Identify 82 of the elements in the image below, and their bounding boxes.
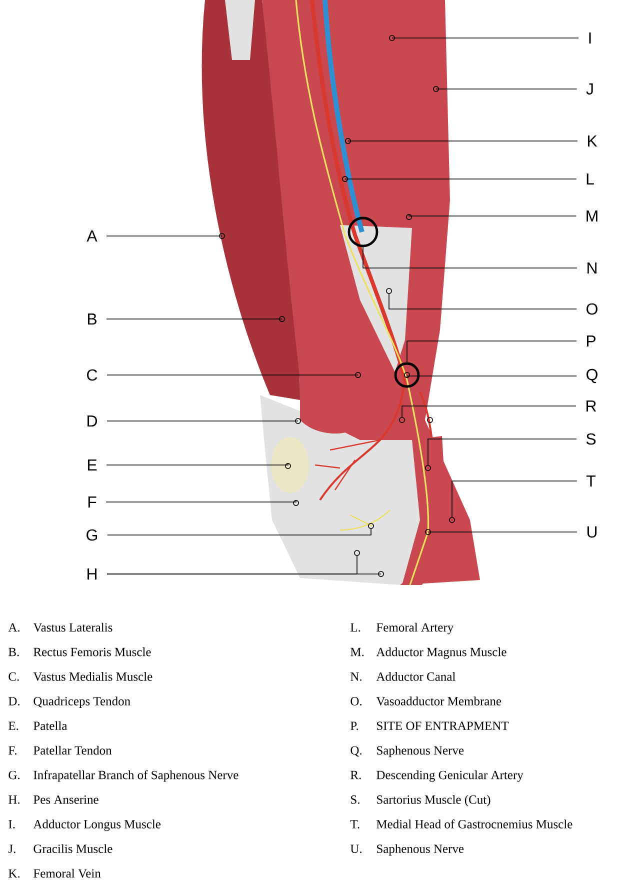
callout-letter: G xyxy=(86,529,98,541)
list-letter: D. xyxy=(8,697,20,706)
list-letter: R. xyxy=(350,770,361,780)
callout-letter: N xyxy=(588,262,596,274)
structure-name: Infrapatellar Branch of Saphenous Nerve xyxy=(34,770,238,782)
structure-name: Sartorius Muscle (Cut) xyxy=(377,795,490,806)
list-letter: S. xyxy=(351,795,360,804)
callout-letter: I xyxy=(589,32,591,44)
structure-name: Femoral Vein xyxy=(34,868,101,878)
structure-name: Descending Genicular Artery xyxy=(376,770,524,782)
leader-line xyxy=(406,376,577,378)
leader-line xyxy=(402,406,576,418)
list-letter: T. xyxy=(350,820,360,828)
callout-letter: A xyxy=(86,230,98,242)
callout-letter: C xyxy=(87,369,98,381)
structure-name: SITE OF ENTRAPMENT xyxy=(377,722,509,730)
leader-line xyxy=(388,294,577,310)
callout-letter: O xyxy=(586,303,598,315)
list-letter: Q. xyxy=(350,746,362,757)
list-letter: H. xyxy=(8,796,20,804)
callout-letter: D xyxy=(88,416,98,426)
structure-name: Adductor Magnus Muscle xyxy=(376,647,506,659)
leader-line xyxy=(106,374,358,376)
structure-name: Pes Anserine xyxy=(34,795,98,804)
callout-letter: K xyxy=(588,136,598,146)
callout-letter: S xyxy=(586,433,596,445)
callout-letter: J xyxy=(586,83,593,95)
structure-name: Saphenous Nerve xyxy=(377,844,464,856)
callout-letter: B xyxy=(88,314,96,324)
list-letter: N. xyxy=(350,672,362,681)
callout-letter: E xyxy=(88,460,97,470)
structure-name: Gracilis Muscle xyxy=(34,844,112,854)
leader-line xyxy=(408,214,577,216)
leader-line xyxy=(362,246,578,268)
structure-name: Femoral Artery xyxy=(376,622,454,634)
callout-letter: M xyxy=(586,210,598,222)
callout-letter: R xyxy=(586,400,596,412)
marker-ring xyxy=(394,362,420,388)
leader-line xyxy=(428,438,577,466)
callout-letter: U xyxy=(587,526,597,538)
list-letter: C. xyxy=(8,672,19,681)
list-letter: J. xyxy=(8,844,16,854)
callout-letter: P xyxy=(586,336,596,346)
structure-name: Quadriceps Tendon xyxy=(34,696,130,708)
leader-line xyxy=(106,500,296,502)
leader-line xyxy=(106,420,298,422)
leader-line xyxy=(107,528,372,536)
leader-line xyxy=(436,88,578,90)
structure-name: Rectus Femoris Muscle xyxy=(34,647,151,656)
list-letter: U. xyxy=(350,844,362,854)
list-letter: E. xyxy=(8,722,18,730)
list-letter: I. xyxy=(8,820,15,828)
list-letter: B. xyxy=(8,648,19,656)
leader-line xyxy=(406,340,577,363)
list-letter: F. xyxy=(8,746,16,755)
list-letter: M. xyxy=(350,648,364,656)
leader-line xyxy=(452,480,578,518)
callout-letter: T xyxy=(586,476,596,486)
leader-line xyxy=(106,462,288,466)
list-letter: A. xyxy=(8,623,20,632)
callout-letter: L xyxy=(586,174,594,184)
list-letter: O. xyxy=(350,697,362,706)
leader-line xyxy=(348,140,578,142)
marker-ring xyxy=(348,216,378,248)
leader-line xyxy=(344,178,577,180)
structure-name: Medial Head of Gastrocnemius Muscle xyxy=(376,820,572,828)
structure-name: Vastus Lateralis xyxy=(33,622,112,632)
structure-name: Patellar Tendon xyxy=(34,746,112,755)
callout-letter: F xyxy=(88,496,96,508)
list-letter: K. xyxy=(8,869,20,878)
list-letter: P. xyxy=(350,722,358,730)
list-letter: G. xyxy=(8,770,20,780)
leader-line xyxy=(106,318,282,320)
callout-letter: Q xyxy=(586,368,598,384)
callout-letter: H xyxy=(88,568,96,580)
list-letter: L. xyxy=(350,623,360,632)
structure-name: Vasoadductor Membrane xyxy=(376,696,502,706)
structure-name: Saphenous Nerve xyxy=(377,746,464,758)
structure-name: Adductor Canal xyxy=(376,672,456,681)
structure-name: Vastus Medialis Muscle xyxy=(33,672,152,681)
structure-name: Adductor Longus Muscle xyxy=(33,820,161,831)
structure-name: Patella xyxy=(34,721,68,730)
